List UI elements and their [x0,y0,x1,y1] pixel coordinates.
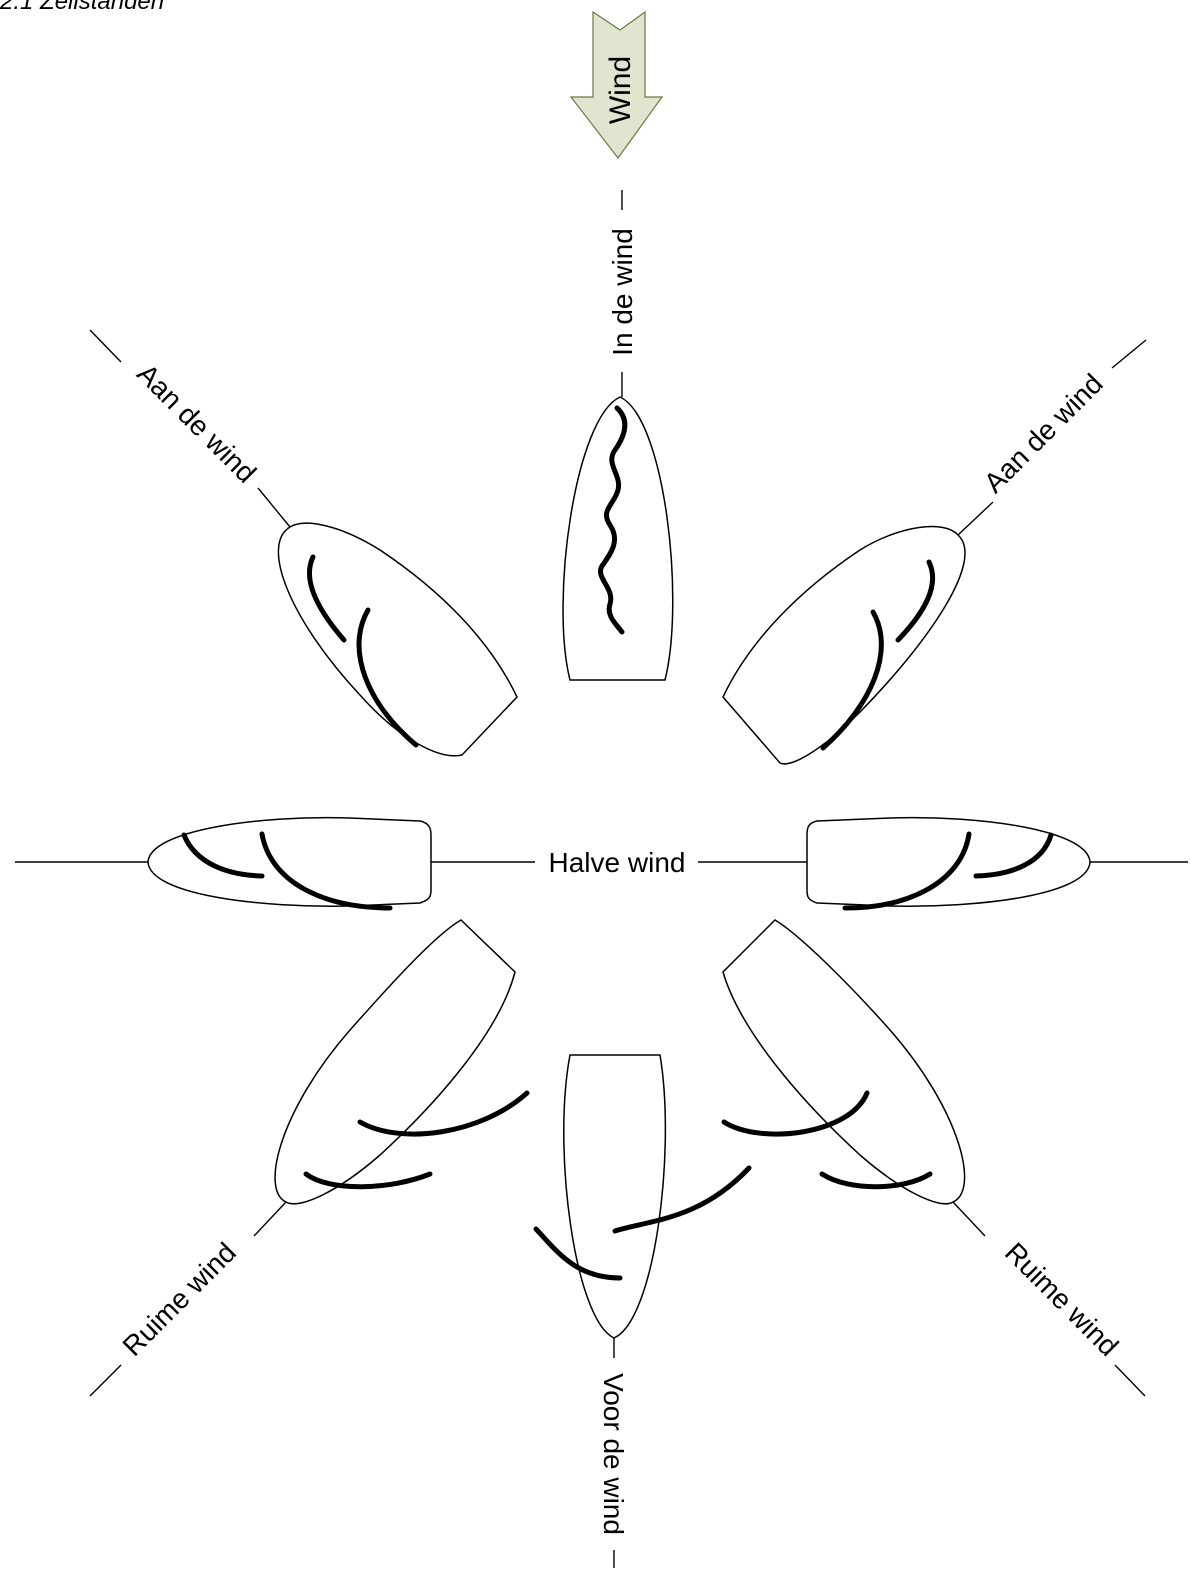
boat-ruime-wind-right-hull [723,920,965,1204]
point-ruime-wind-left: Ruime wind [90,920,527,1396]
leader-aan-de-wind-right-inner [958,502,993,535]
leader-aan-de-wind-right-outer [1112,340,1146,368]
boat-ruime-wind-left-hull [275,920,515,1204]
point-aan-de-wind-right: Aan de wind [723,340,1146,764]
leader-ruime-wind-right-inner [953,1202,985,1236]
boat-in-de-wind-hull [563,397,673,680]
label-ruime-wind-right: Ruime wind [999,1237,1124,1362]
label-halve-wind: Halve wind [549,847,686,878]
leader-ruime-wind-right-outer [1115,1365,1145,1396]
label-aan-de-wind-left: Aan de wind [131,358,262,489]
boat-halve-wind-right-hull [807,818,1090,907]
wind-arrow: Wind [571,12,662,158]
leader-aan-de-wind-left-inner [258,488,290,527]
point-ruime-wind-right: Ruime wind [723,920,1145,1396]
label-ruime-wind-left: Ruime wind [117,1237,242,1362]
leader-aan-de-wind-left-outer [90,330,121,362]
boat-halve-wind-left-hull [148,818,431,907]
point-in-de-wind: In de wind [563,190,673,680]
boat-voor-de-wind-hull [564,1055,666,1338]
label-aan-de-wind-right: Aan de wind [978,368,1109,499]
label-voor-de-wind: Voor de wind [598,1373,629,1535]
point-aan-de-wind-left: Aan de wind [90,330,517,756]
point-halve-wind: Halve wind [15,818,1188,908]
wind-label: Wind [604,56,637,124]
point-voor-de-wind: Voor de wind [536,1055,749,1568]
leader-ruime-wind-left-outer [90,1365,121,1396]
leader-ruime-wind-left-inner [254,1202,286,1236]
label-in-de-wind: In de wind [607,228,638,356]
